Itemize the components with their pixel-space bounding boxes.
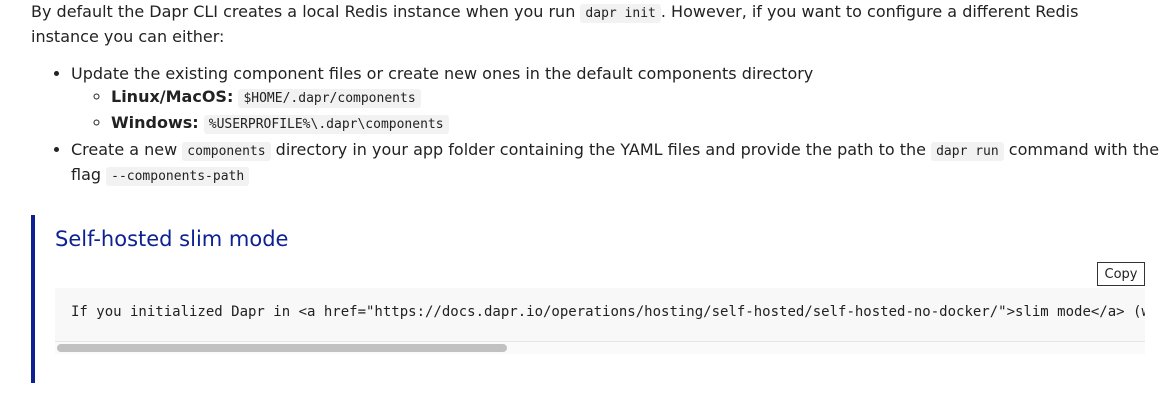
callout-title: Self-hosted slim mode (55, 227, 289, 251)
os-label: Windows: (111, 113, 199, 132)
inline-code-components: components (182, 142, 271, 161)
inline-code-dapr-init: dapr init (580, 4, 661, 23)
list-item-windows-path: Windows: %USERPROFILE%\.dapr\components (111, 111, 1171, 137)
list-item-text: command with the flag (71, 140, 1160, 184)
intro-paragraph: By default the Dapr CLI creates a local … (31, 0, 1146, 48)
callout-box: Self-hosted slim mode Copy If you initia… (31, 215, 1145, 383)
inline-code-linux-path: $HOME/.dapr/components (238, 89, 421, 108)
list-item-update-files: Update the existing component files or c… (71, 62, 1171, 137)
options-list: Update the existing component files or c… (31, 62, 1171, 189)
copy-button[interactable]: Copy (1097, 262, 1145, 286)
code-block[interactable]: If you initialized Dapr in <a href="http… (55, 288, 1145, 342)
list-item-linux-path: Linux/MacOS: $HOME/.dapr/components (111, 85, 1171, 111)
os-label: Linux/MacOS: (111, 87, 234, 106)
list-item-create-directory: Create a new components directory in you… (71, 138, 1171, 188)
inline-code-dapr-run: dapr run (931, 142, 1004, 161)
inline-code-components-path-flag: --components-path (106, 167, 250, 186)
list-item-text: Create a new (71, 140, 183, 159)
horizontal-scrollbar[interactable] (55, 342, 1145, 354)
list-item-text: directory in your app folder containing … (270, 140, 932, 159)
inline-code-windows-path: %USERPROFILE%\.dapr\components (203, 115, 449, 134)
scrollbar-thumb[interactable] (57, 344, 507, 352)
code-line: If you initialized Dapr in <a href="http… (71, 304, 1145, 320)
list-item-text: Update the existing component files or c… (71, 64, 814, 83)
intro-text: By default the Dapr CLI creates a local … (31, 2, 581, 21)
os-paths-list: Linux/MacOS: $HOME/.dapr/components Wind… (71, 85, 1171, 137)
intro-text-continued: . However, if you want to configure a di… (31, 2, 1079, 46)
